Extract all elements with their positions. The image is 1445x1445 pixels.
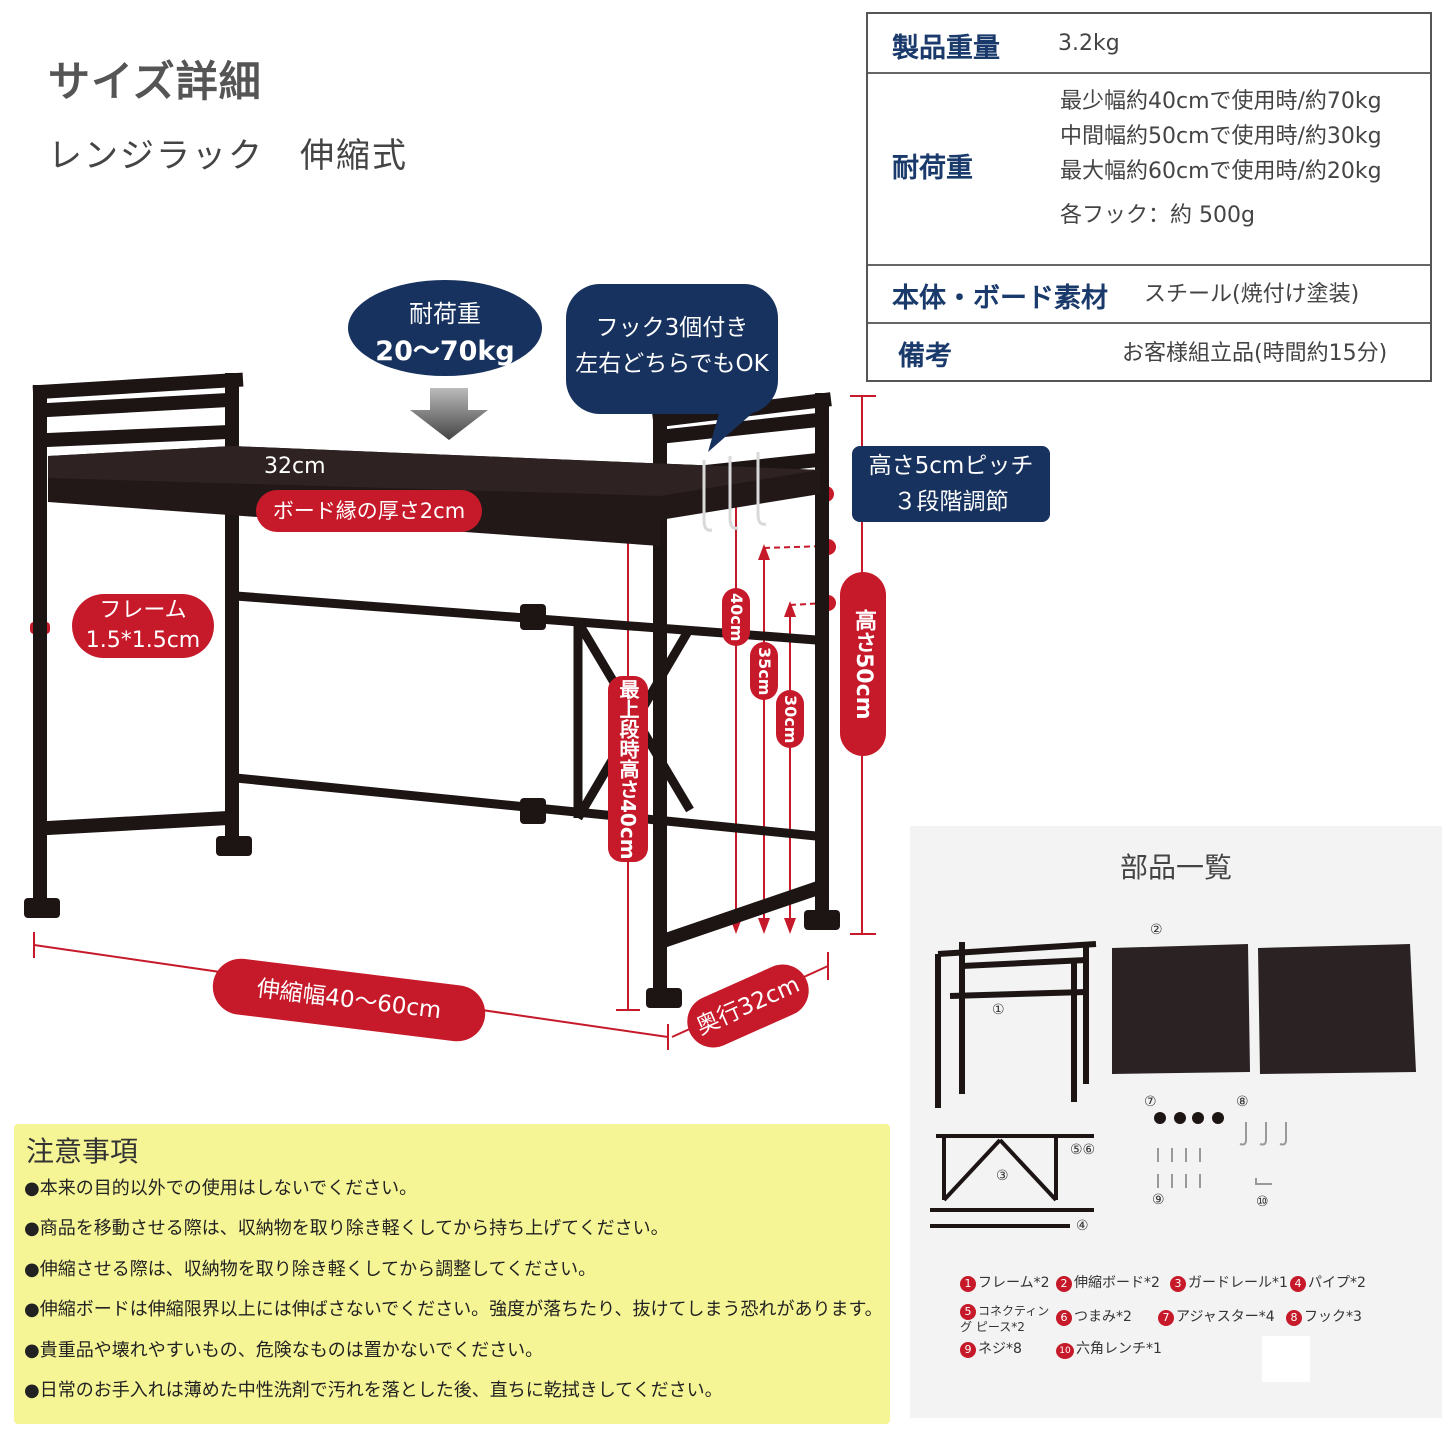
height-35-label: 35cm xyxy=(750,642,778,700)
part-number: 10 xyxy=(1056,1343,1074,1359)
part-name: フレーム*2 xyxy=(978,1275,1050,1291)
spec-label: 備考 xyxy=(898,341,952,372)
page-subtitle: レンジラック 伸縮式 xyxy=(48,136,408,176)
note-item: ●商品を移動させる際は、収納物を取り除き軽くしてから持ち上げてください。 xyxy=(24,1218,669,1239)
part-number: 5 xyxy=(960,1304,976,1320)
spec-label: 本体・ボード素材 xyxy=(892,283,1108,314)
hook-callout: フック3個付き 左右どちらでもOK xyxy=(566,284,778,414)
part-number: 6 xyxy=(1056,1310,1072,1326)
height-label: 高さ50cm xyxy=(840,572,886,756)
part-name: アジャスター*4 xyxy=(1176,1309,1275,1325)
part-name: コネクティング ピース*2 xyxy=(960,1304,1050,1334)
spec-value: 各フック：約 500g xyxy=(1060,203,1255,228)
part-name: パイプ*2 xyxy=(1308,1275,1366,1291)
pitch-callout: 高さ5cmピッチ ３段階調節 xyxy=(852,446,1050,522)
part-marker: ⑩ xyxy=(1256,1194,1269,1210)
part-number: 3 xyxy=(1170,1276,1186,1292)
part-name: ガードレール*1 xyxy=(1188,1275,1288,1291)
part-number: 1 xyxy=(960,1276,976,1292)
note-item: ●伸縮ボードは伸縮限界以上には伸ばさないでください。強度が落ちたり、抜けてしまう… xyxy=(24,1299,883,1320)
notes-panel: 注意事項 ●本来の目的以外での使用はしないでください。 ●商品を移動させる際は、… xyxy=(14,1124,890,1424)
spec-label: 製品重量 xyxy=(892,33,1000,64)
part-name: 伸縮ボード*2 xyxy=(1074,1275,1160,1291)
part-marker: ② xyxy=(1150,922,1163,938)
spec-value: お客様組立品(時間約15分) xyxy=(1122,341,1388,366)
part-number: 4 xyxy=(1290,1276,1306,1292)
callout-text: 高さ5cmピッチ xyxy=(868,453,1034,479)
board-edge-label: ボード縁の厚さ2cm xyxy=(256,490,482,532)
part-name: フック*3 xyxy=(1304,1309,1362,1325)
callout-text: 耐荷重 xyxy=(409,300,481,328)
spec-label: 耐荷重 xyxy=(892,153,973,184)
part-name: つまみ*2 xyxy=(1074,1309,1132,1325)
part-name: ネジ*8 xyxy=(978,1341,1022,1357)
note-item: ●貴重品や壊れやすいもの、危険なものは置かないでください。 xyxy=(24,1340,544,1361)
note-item: ●伸縮させる際は、収納物を取り除き軽くしてから調整してください。 xyxy=(24,1259,597,1280)
part-name: 六角レンチ*1 xyxy=(1076,1341,1162,1357)
part-marker: ⑤⑥ xyxy=(1070,1142,1096,1158)
spec-row-note: 備考 お客様組立品(時間約15分) xyxy=(868,324,1430,380)
part-marker: ① xyxy=(992,1002,1005,1018)
part-number: 7 xyxy=(1158,1310,1174,1326)
callout-text: 左右どちらでもOK xyxy=(575,351,769,377)
part-marker: ⑧ xyxy=(1236,1094,1249,1110)
spec-value: 3.2kg xyxy=(1058,31,1120,56)
part-number: 9 xyxy=(960,1342,976,1358)
spec-value: 中間幅約50cmで使用時/約30kg xyxy=(1060,124,1382,149)
part-marker: ④ xyxy=(1076,1218,1089,1234)
page-title: サイズ詳細 xyxy=(48,57,262,106)
top-height-label: 最上段時高さ40cm xyxy=(608,676,648,862)
spec-row-load: 耐荷重 最少幅約40cmで使用時/約70kg 中間幅約50cmで使用時/約30k… xyxy=(868,74,1430,266)
parts-illustration xyxy=(930,941,1416,1228)
notes-title: 注意事項 xyxy=(26,1135,139,1168)
callout-text: ３段階調節 xyxy=(893,489,1009,515)
part-number: 2 xyxy=(1056,1276,1072,1292)
spec-value: 最大幅約60cmで使用時/約20kg xyxy=(1060,159,1382,184)
note-item: ●日常のお手入れは薄めた中性洗剤で汚れを落とした後、直ちに乾拭きしてください。 xyxy=(24,1380,723,1401)
frame-label: フレーム 1.5*1.5cm xyxy=(72,594,214,658)
callout-text: フック3個付き xyxy=(595,315,749,341)
frame-label-line: フレーム xyxy=(99,598,187,623)
height-30-label: 30cm xyxy=(776,690,804,748)
height-40-label: 40cm xyxy=(722,588,750,646)
part-marker: ③ xyxy=(996,1168,1009,1184)
depth-top-label: 32cm xyxy=(264,454,326,479)
spec-table: 製品重量 3.2kg 耐荷重 最少幅約40cmで使用時/約70kg 中間幅約50… xyxy=(866,12,1432,382)
part-marker: ⑦ xyxy=(1144,1094,1157,1110)
blank-tile xyxy=(1262,1336,1310,1382)
part-marker: ⑨ xyxy=(1152,1192,1165,1208)
spec-row-material: 本体・ボード素材 スチール(焼付け塗装) xyxy=(868,266,1430,324)
load-callout: 耐荷重 20〜70kg xyxy=(348,280,542,376)
part-number: 8 xyxy=(1286,1310,1302,1326)
frame-label-line: 1.5*1.5cm xyxy=(85,628,201,653)
parts-title: 部品一覧 xyxy=(1119,851,1232,884)
callout-text: 20〜70kg xyxy=(375,336,515,367)
spec-row-weight: 製品重量 3.2kg xyxy=(868,14,1430,74)
spec-value: 最少幅約40cmで使用時/約70kg xyxy=(1060,89,1382,114)
spec-value: スチール(焼付け塗装) xyxy=(1144,282,1360,307)
rack-illustration xyxy=(24,372,876,1050)
note-item: ●本来の目的以外での使用はしないでください。 xyxy=(24,1178,418,1199)
